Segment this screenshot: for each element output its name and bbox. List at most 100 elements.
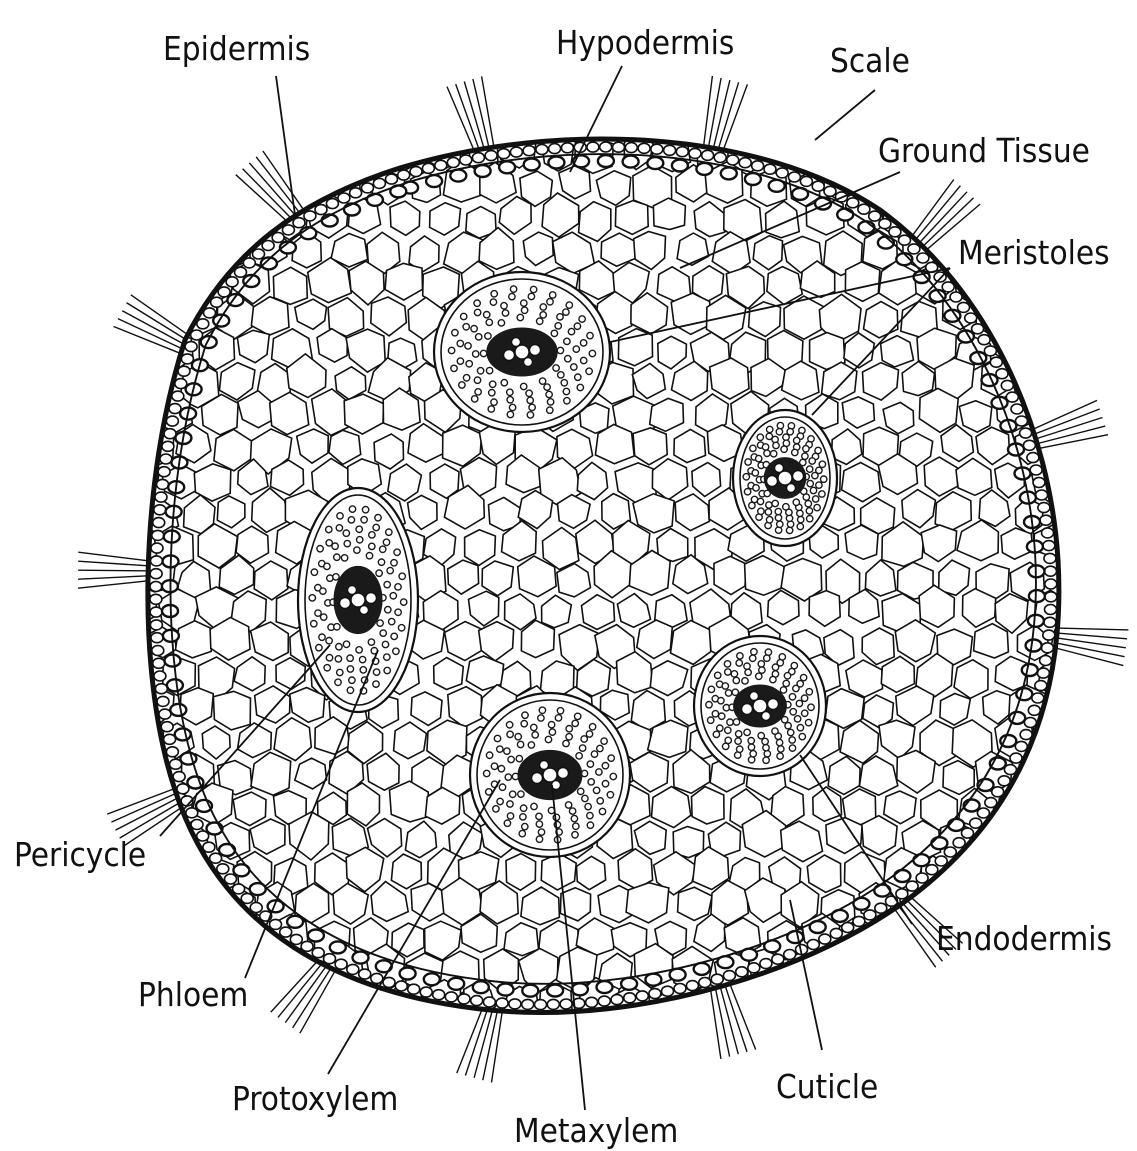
phloem-cell <box>545 736 551 742</box>
epidermis-cell <box>587 142 599 152</box>
parenchyma-cell <box>658 336 687 369</box>
phloem-cell <box>564 338 570 344</box>
parenchyma-cell <box>975 953 1009 988</box>
parenchyma-cell <box>219 363 255 400</box>
phloem-cell <box>316 645 322 651</box>
parenchyma-cell <box>160 201 198 240</box>
phloem-cell <box>725 737 731 743</box>
phloem-cell <box>387 567 393 573</box>
parenchyma-cell <box>469 591 499 626</box>
phloem-cell <box>362 507 368 513</box>
phloem-cell <box>522 823 528 829</box>
parenchyma-cell <box>807 855 841 892</box>
epidermis-cell <box>711 974 723 984</box>
phloem-cell <box>578 788 584 794</box>
phloem-cell <box>553 365 559 371</box>
parenchyma-cell <box>408 424 444 462</box>
parenchyma-cell <box>106 631 140 663</box>
parenchyma-cell <box>956 986 988 1018</box>
epidermis-cell <box>842 923 854 933</box>
parenchyma-cell <box>920 983 960 1024</box>
epidermis-cell <box>561 143 573 153</box>
scale <box>711 984 756 1059</box>
phloem-cell <box>368 639 374 645</box>
phloem-cell <box>561 380 567 386</box>
phloem-cell <box>757 434 763 440</box>
parenchyma-cell <box>633 428 667 465</box>
phloem-cell <box>588 779 594 785</box>
phloem-cell <box>317 546 323 552</box>
phloem-cell <box>540 312 546 318</box>
parenchyma-cell <box>434 658 464 690</box>
parenchyma-cell <box>374 434 403 469</box>
parenchyma-cell <box>973 1012 1011 1056</box>
phloem-cell <box>792 449 798 455</box>
epidermis-cell <box>1020 428 1032 438</box>
phloem-cell <box>772 500 778 506</box>
hypodermis-cell <box>858 221 874 233</box>
phloem-cell <box>357 537 363 543</box>
scale <box>236 151 303 222</box>
hypodermis-cell <box>473 981 489 993</box>
metaxylem-vessel <box>348 586 357 595</box>
parenchyma-cell <box>939 560 970 595</box>
epidermis-cell <box>157 696 169 706</box>
parenchyma-cell <box>809 591 840 627</box>
scale-strand <box>107 789 173 814</box>
epidermis-cell <box>335 959 347 969</box>
hypodermis-cell <box>524 159 540 171</box>
hypodermis-cell <box>498 984 514 996</box>
hypodermis-cell <box>572 983 588 995</box>
phloem-cell <box>751 649 757 655</box>
parenchyma-cell <box>202 203 235 239</box>
hypodermis-cell <box>499 161 515 173</box>
phloem-cell <box>520 805 526 811</box>
phloem-cell <box>806 689 812 695</box>
parenchyma-cell <box>826 99 860 138</box>
phloem-cell <box>501 380 507 386</box>
phloem-cell <box>466 361 472 367</box>
parenchyma-cell <box>183 884 213 917</box>
parenchyma-cell <box>157 854 192 893</box>
phloem-cell <box>574 323 580 329</box>
metaxylem-vessel <box>775 464 784 473</box>
phloem-cell <box>486 752 492 758</box>
parenchyma-cell <box>921 525 956 562</box>
phloem-cell <box>766 502 772 508</box>
epidermis-cell <box>152 530 164 540</box>
phloem-cell <box>566 302 572 308</box>
phloem-cell <box>508 756 514 762</box>
phloem-cell <box>563 740 569 746</box>
phloem-cell <box>564 398 570 404</box>
phloem-cell <box>505 774 511 780</box>
parenchyma-cell <box>220 171 250 204</box>
scale-strand <box>278 963 322 1017</box>
phloem-cell <box>549 729 555 735</box>
phloem-cell <box>557 314 563 320</box>
phloem-cell <box>784 673 790 679</box>
phloem-cell <box>344 540 350 546</box>
phloem-cell <box>334 554 340 560</box>
parenchyma-cell <box>615 201 648 235</box>
phloem-cell <box>799 733 805 739</box>
epidermis-cell <box>906 881 918 891</box>
phloem-cell <box>758 508 764 514</box>
epidermis-cell <box>211 297 223 307</box>
meristele-bottom <box>470 693 630 857</box>
parenchyma-cell <box>766 201 800 238</box>
parenchyma-cell <box>101 1015 132 1053</box>
phloem-cell <box>474 377 480 383</box>
phloem-cell <box>725 690 731 696</box>
scale-strand <box>122 311 184 344</box>
parenchyma-cell <box>579 202 611 242</box>
phloem-cell <box>566 726 572 732</box>
epidermis-cell <box>1032 693 1044 703</box>
epidermis-cell <box>151 543 163 553</box>
epidermis-cell <box>458 994 470 1004</box>
parenchyma-cell <box>104 367 137 400</box>
hypodermis-cell <box>894 870 910 882</box>
parenchyma-cell <box>865 560 896 596</box>
epidermis-cell <box>326 199 338 209</box>
epidermis-cell <box>1045 592 1057 602</box>
phloem-cell <box>577 384 583 390</box>
